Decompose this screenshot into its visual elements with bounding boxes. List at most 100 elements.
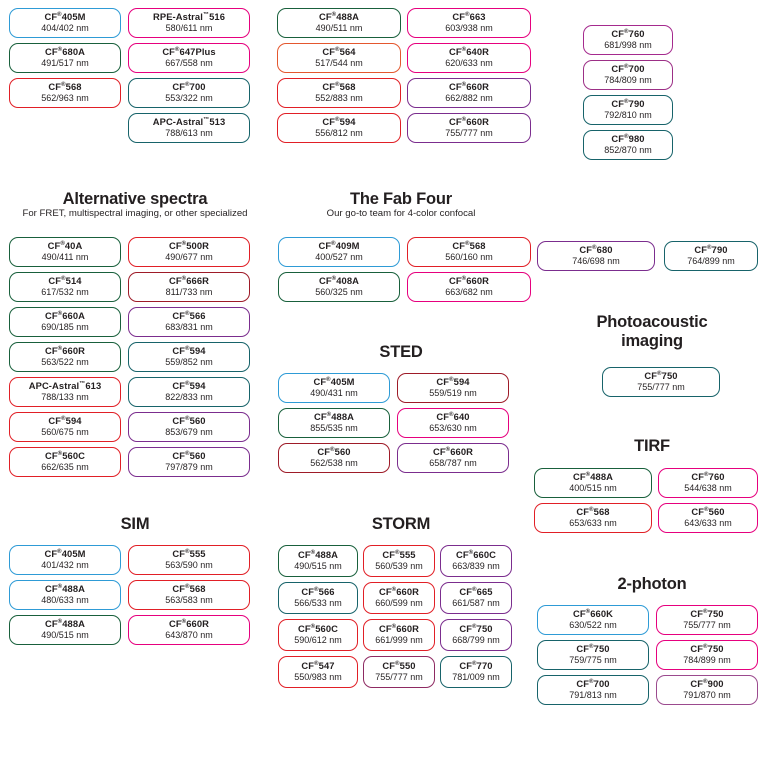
dye-spectra: 404/402 nm <box>41 22 89 33</box>
dye-spectra: 653/633 nm <box>569 517 617 528</box>
dye-name: CF®560 <box>172 449 206 461</box>
trademark-mark: ® <box>57 345 63 352</box>
trademark-mark: ® <box>472 586 477 593</box>
trademark-mark: ® <box>624 133 629 140</box>
dye-name: CF®409M <box>318 239 360 251</box>
dye-name: CF®566 <box>301 585 335 597</box>
trademark-mark: ® <box>185 548 190 555</box>
trademark-mark: ® <box>185 415 190 422</box>
trademark-mark: ® <box>185 81 190 88</box>
dye-name: CF®594 <box>48 414 82 426</box>
dye-name: CF®760 <box>611 27 645 39</box>
photoacoustic-title-line1: Photoacoustic <box>596 313 708 331</box>
dye-name: CF®594 <box>322 115 356 127</box>
dye-spectra: 759/775 nm <box>569 654 617 665</box>
trademark-mark: ® <box>57 46 63 53</box>
dye-name: CF®660A <box>44 309 86 321</box>
dye-spectra: 563/590 nm <box>165 559 213 570</box>
dye-spectra: 681/998 nm <box>604 39 652 50</box>
dye-spectra: 661/999 nm <box>375 634 423 645</box>
